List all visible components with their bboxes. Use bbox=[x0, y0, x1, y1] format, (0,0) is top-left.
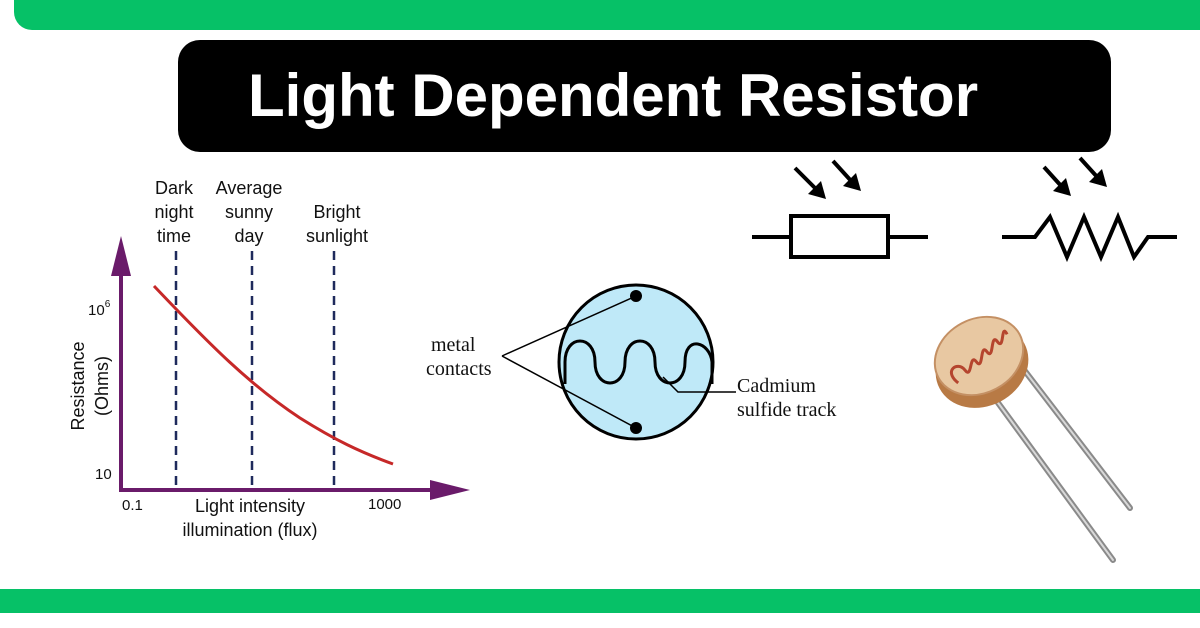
leader-line-top bbox=[501, 295, 637, 357]
x-axis-arrow-icon bbox=[430, 480, 470, 500]
x-tick-right: 1000 bbox=[368, 496, 401, 513]
x-tick-left: 0.1 bbox=[122, 497, 143, 514]
y-tick-top-base: 10 bbox=[88, 302, 105, 319]
marker-label-average-3: day bbox=[234, 226, 263, 246]
marker-label-dark-3: time bbox=[157, 226, 191, 246]
marker-label-average-2: sunny bbox=[225, 202, 273, 222]
leader-line-track bbox=[662, 376, 736, 393]
resistance-graph: Dark night time Average sunny day Bright… bbox=[68, 178, 470, 540]
bottom-green-bar bbox=[0, 589, 1200, 613]
label-sulfide-track: sulfide track bbox=[737, 399, 836, 421]
label-metal: metal bbox=[431, 334, 476, 356]
marker-label-bright-1: Bright bbox=[313, 202, 360, 222]
page-title: Light Dependent Resistor bbox=[248, 62, 979, 129]
y-tick-top-exp: 6 bbox=[105, 299, 111, 310]
label-cadmium: Cadmium bbox=[737, 375, 816, 397]
y-tick-top: 106 bbox=[88, 299, 111, 319]
marker-label-bright-2: sunlight bbox=[306, 226, 368, 246]
top-green-bar bbox=[14, 0, 1200, 30]
marker-label-dark-2: night bbox=[154, 202, 193, 222]
y-axis-arrow-icon bbox=[111, 236, 131, 276]
ldr-component-icon bbox=[933, 315, 1133, 563]
leader-line-bottom bbox=[501, 355, 637, 429]
photoresistor-box-symbol-icon bbox=[752, 159, 928, 259]
x-axis-label-2: illumination (flux) bbox=[182, 520, 317, 540]
photoresistor-zigzag-symbol-icon bbox=[1002, 156, 1177, 263]
label-contacts: contacts bbox=[426, 358, 492, 380]
x-axis-label-1: Light intensity bbox=[195, 496, 305, 516]
y-axis-label-1: Resistance bbox=[68, 341, 88, 430]
title-banner: Light Dependent Resistor bbox=[178, 40, 1111, 152]
cell-body bbox=[557, 283, 715, 441]
resistance-curve bbox=[152, 284, 394, 466]
marker-label-average-1: Average bbox=[216, 178, 283, 198]
ldr-cell-diagram: metal contacts Cadmium sulfide track bbox=[426, 283, 836, 441]
y-tick-bottom: 10 bbox=[95, 466, 112, 483]
marker-label-dark-1: Dark bbox=[155, 178, 194, 198]
y-axis-label-2: (Ohms) bbox=[92, 356, 112, 416]
cadmium-sulfide-track bbox=[563, 339, 714, 385]
